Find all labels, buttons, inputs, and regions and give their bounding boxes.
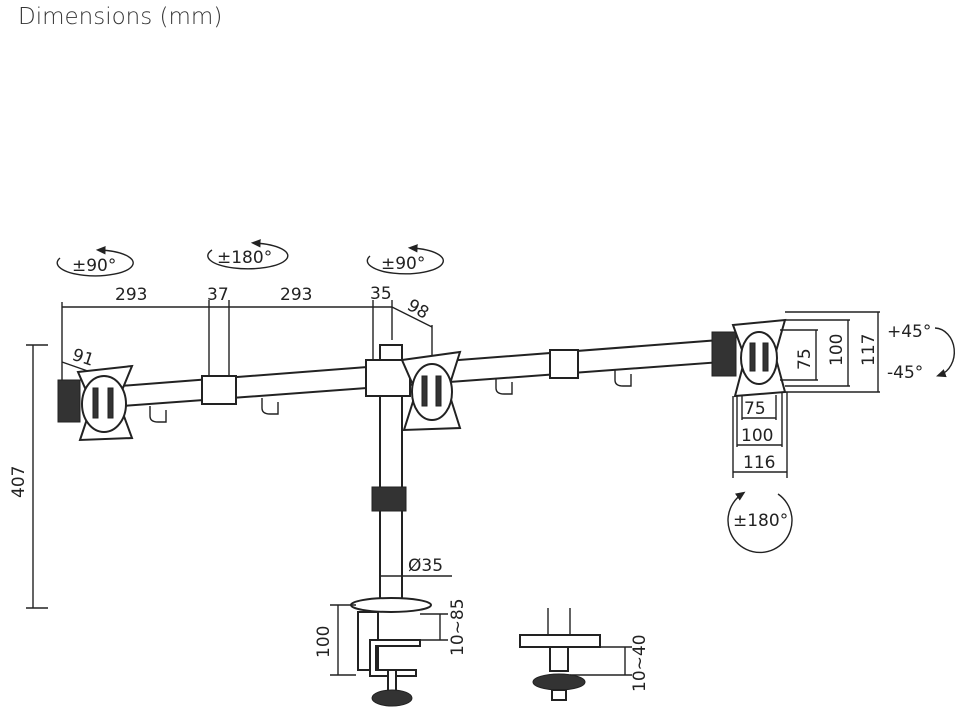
left-tilt-label: ±90° bbox=[72, 256, 116, 276]
head-depth: 98 bbox=[403, 296, 432, 324]
diagram-title: Dimensions (mm) bbox=[18, 4, 223, 30]
center-tilt-label: ±90° bbox=[381, 254, 425, 274]
vesa-h-75: 75 bbox=[744, 399, 766, 419]
clamp-height: 100 bbox=[314, 626, 334, 658]
arm-left-length: 293 bbox=[115, 285, 147, 305]
left-head-width: 91 bbox=[70, 345, 97, 371]
joint-width: 37 bbox=[207, 285, 229, 305]
grommet-mount bbox=[519, 608, 632, 701]
plate-width: 116 bbox=[743, 453, 775, 473]
arm-swivel-indicator: ±180° bbox=[207, 239, 289, 270]
tilt-up-label: +45° bbox=[887, 322, 931, 342]
rotation-indicator: ±180° bbox=[727, 491, 793, 554]
vesa-plate-right bbox=[711, 318, 787, 398]
height-label: 407 bbox=[9, 466, 29, 498]
vesa-v-100: 100 bbox=[827, 334, 847, 366]
clamp-range: 10~85 bbox=[448, 598, 468, 656]
tilt-down-label: -45° bbox=[887, 363, 923, 383]
pole-diameter: Ø35 bbox=[408, 556, 443, 576]
height-dimension bbox=[26, 344, 48, 609]
vesa-plate-left bbox=[57, 364, 134, 442]
vesa-dimensions bbox=[732, 311, 880, 478]
pole bbox=[350, 344, 432, 613]
grommet-range: 10~40 bbox=[630, 634, 650, 692]
center-tilt-indicator: ±90° bbox=[366, 244, 444, 275]
vesa-plate-center bbox=[400, 350, 462, 432]
left-tilt-indicator: ±90° bbox=[56, 246, 134, 277]
plate-height: 117 bbox=[859, 334, 879, 366]
vesa-v-75: 75 bbox=[795, 348, 815, 370]
rotation-label: ±180° bbox=[733, 511, 788, 531]
vesa-h-100: 100 bbox=[741, 426, 773, 446]
desk-clamp bbox=[330, 604, 448, 707]
arm-swivel-label: ±180° bbox=[217, 248, 272, 268]
arm-right-length: 293 bbox=[280, 285, 312, 305]
pole-offset: 35 bbox=[370, 284, 392, 304]
tilt-indicator-right: +45° -45° bbox=[887, 322, 956, 383]
